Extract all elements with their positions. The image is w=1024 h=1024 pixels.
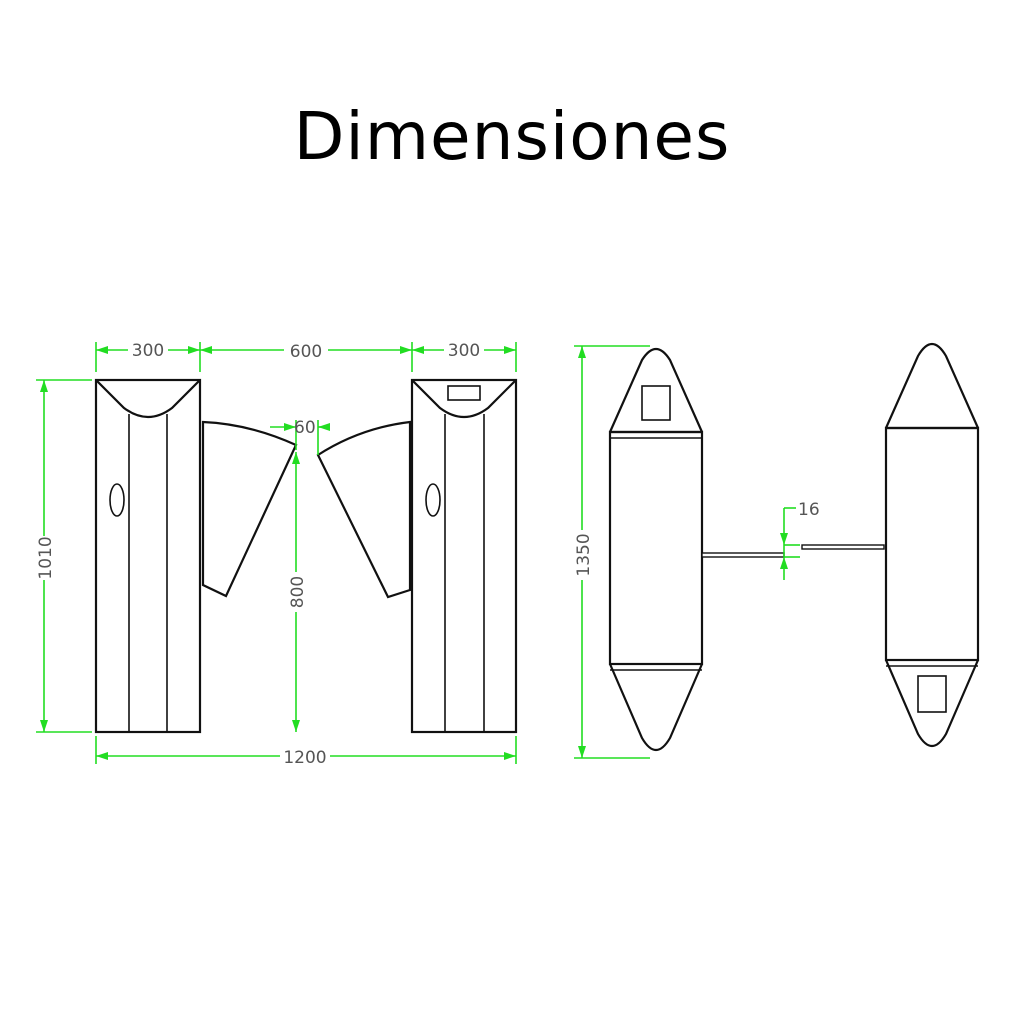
left-cabinet-top-curve [95,379,201,419]
right-cabinet-display-icon [447,385,481,401]
left-cabinet [94,378,202,734]
dim-flap-gap: 60 [294,418,316,438]
right-unit-reader-icon [917,675,947,713]
dim-cabinet-height: 1010 [36,536,56,579]
left-unit-reader-icon [641,385,671,421]
right-unit-body [884,426,980,662]
top-view: 1350 16 [572,342,980,759]
left-unit-bottom-cap [608,663,704,752]
right-cabinet-body [410,378,518,734]
right-unit-bottom-cap [884,659,980,748]
left-unit-body [608,430,704,666]
right-flap-top [801,544,885,550]
dim-passage-width: 600 [290,342,322,362]
dim-cabinet-width-left: 300 [132,341,164,361]
left-sensor-icon [109,483,125,517]
left-cabinet-body [94,378,202,734]
right-cabinet [410,378,518,734]
dim-total-width: 1200 [283,748,326,768]
dim-cabinet-width-right: 300 [448,341,480,361]
dim-total-length: 1350 [574,533,594,576]
right-sensor-icon [425,483,441,517]
right-unit-top-cap [884,342,980,429]
right-unit-top [884,342,980,748]
left-unit-top [608,347,704,752]
page-title: Dimensiones [293,98,731,175]
right-cabinet-top-curve [411,379,517,419]
left-unit-top-cap [608,347,704,433]
front-view: 300 600 300 60 1010 800 1200 [34,338,518,768]
left-flap-top [701,552,785,558]
dim-flap-height: 800 [288,576,308,608]
left-flap [201,420,298,598]
right-flap [316,420,412,599]
dim-flap-thickness: 16 [798,500,820,520]
